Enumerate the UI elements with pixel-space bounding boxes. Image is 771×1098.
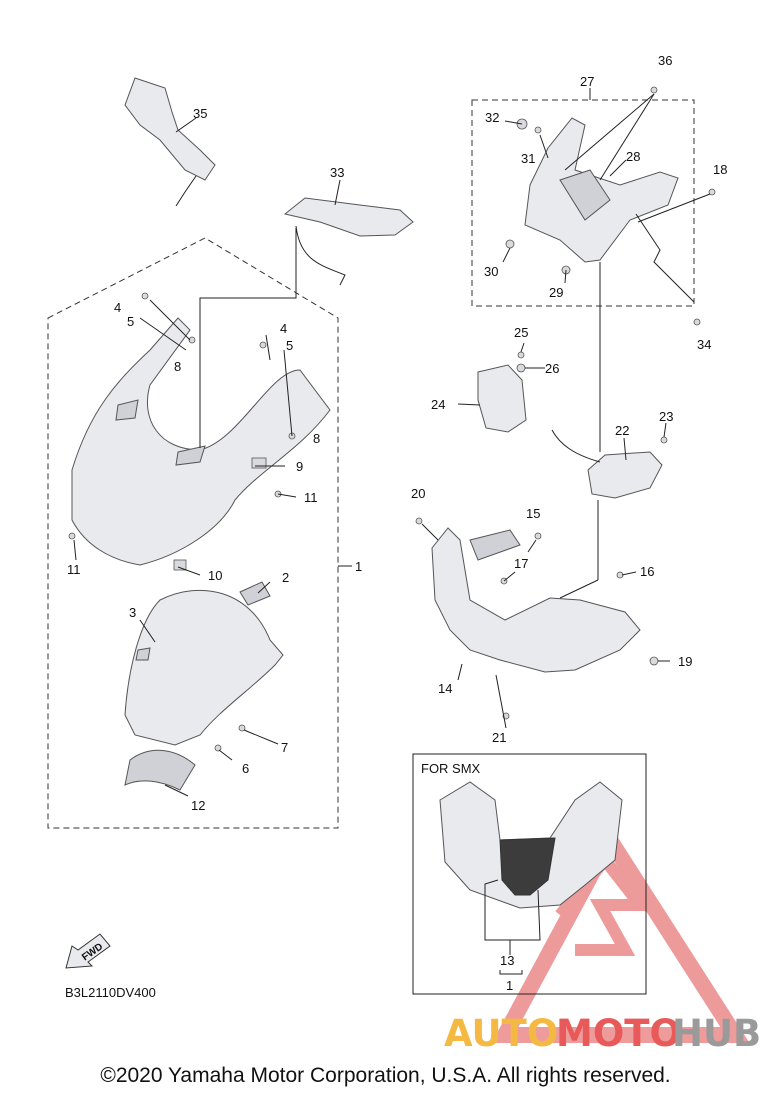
- callout: 25: [514, 325, 528, 340]
- sticker-part: [239, 581, 271, 606]
- callout: 17: [514, 556, 528, 571]
- callout: 4: [114, 300, 121, 315]
- callout: 33: [330, 165, 344, 180]
- smx-variant-box: [412, 753, 647, 995]
- callout: 14: [438, 681, 452, 696]
- upper-cowling: [71, 317, 331, 566]
- copyright-notice: ©2020 Yamaha Motor Corporation, U.S.A. A…: [100, 1064, 671, 1087]
- callout: 2: [282, 570, 289, 585]
- decal-part: [124, 749, 196, 791]
- callout: 5: [286, 338, 293, 353]
- callout: 6: [242, 761, 249, 776]
- watermark-text: AUTO MOTO HUB: [444, 1012, 761, 1055]
- cowling-stay-14: [431, 527, 641, 673]
- callout: 15: [526, 506, 540, 521]
- callout: 22: [615, 423, 629, 438]
- callout: 7: [281, 740, 288, 755]
- callout: 34: [697, 337, 711, 352]
- callout: 32: [485, 110, 499, 125]
- watermark-part-2: MOTO: [556, 1012, 681, 1055]
- callout: 26: [545, 361, 559, 376]
- callout: 36: [658, 53, 672, 68]
- callout: 20: [411, 486, 425, 501]
- watermark-part-1: AUTO: [444, 1012, 558, 1055]
- callout: 5: [127, 314, 134, 329]
- callout: 1: [355, 559, 362, 574]
- callout: 30: [484, 264, 498, 279]
- turn-signal-part: [283, 197, 414, 237]
- mirror-part: [124, 77, 216, 181]
- headlight-unit-24: [477, 364, 527, 433]
- callout: 1: [506, 978, 513, 993]
- callout: 31: [521, 151, 535, 166]
- callout: 13: [500, 953, 514, 968]
- fwd-arrow: FWD: [65, 933, 111, 969]
- callout: 23: [659, 409, 673, 424]
- callout: 21: [492, 730, 506, 745]
- smx-decal-13: [499, 837, 556, 896]
- callout: 4: [280, 321, 287, 336]
- callout: 8: [174, 359, 181, 374]
- callout: 18: [713, 162, 727, 177]
- callout: 19: [678, 654, 692, 669]
- callout: 10: [208, 568, 222, 583]
- callout: 35: [193, 106, 207, 121]
- callout: 16: [640, 564, 654, 579]
- callout: 28: [626, 149, 640, 164]
- watermark-part-3: HUB: [672, 1012, 761, 1055]
- callout: 24: [431, 397, 445, 412]
- callout: 11: [304, 490, 318, 505]
- callout: 11: [67, 562, 81, 577]
- callout: 27: [580, 74, 594, 89]
- windscreen-panel: [124, 589, 284, 746]
- callout: 8: [313, 431, 320, 446]
- callout: 29: [549, 285, 563, 300]
- headlight-unit-22: [587, 451, 663, 499]
- callout: 3: [129, 605, 136, 620]
- callout: 12: [191, 798, 205, 813]
- assembly-27-boundary: [471, 99, 695, 307]
- smx-box-title: FOR SMX: [421, 761, 481, 776]
- callout: 9: [296, 459, 303, 474]
- callout-labels: 1 2 3 4 4 5 5 6 7 8 8 9 10 11 11 12 13 1…: [67, 53, 727, 993]
- diagram-code: B3L2110DV400: [65, 985, 156, 1000]
